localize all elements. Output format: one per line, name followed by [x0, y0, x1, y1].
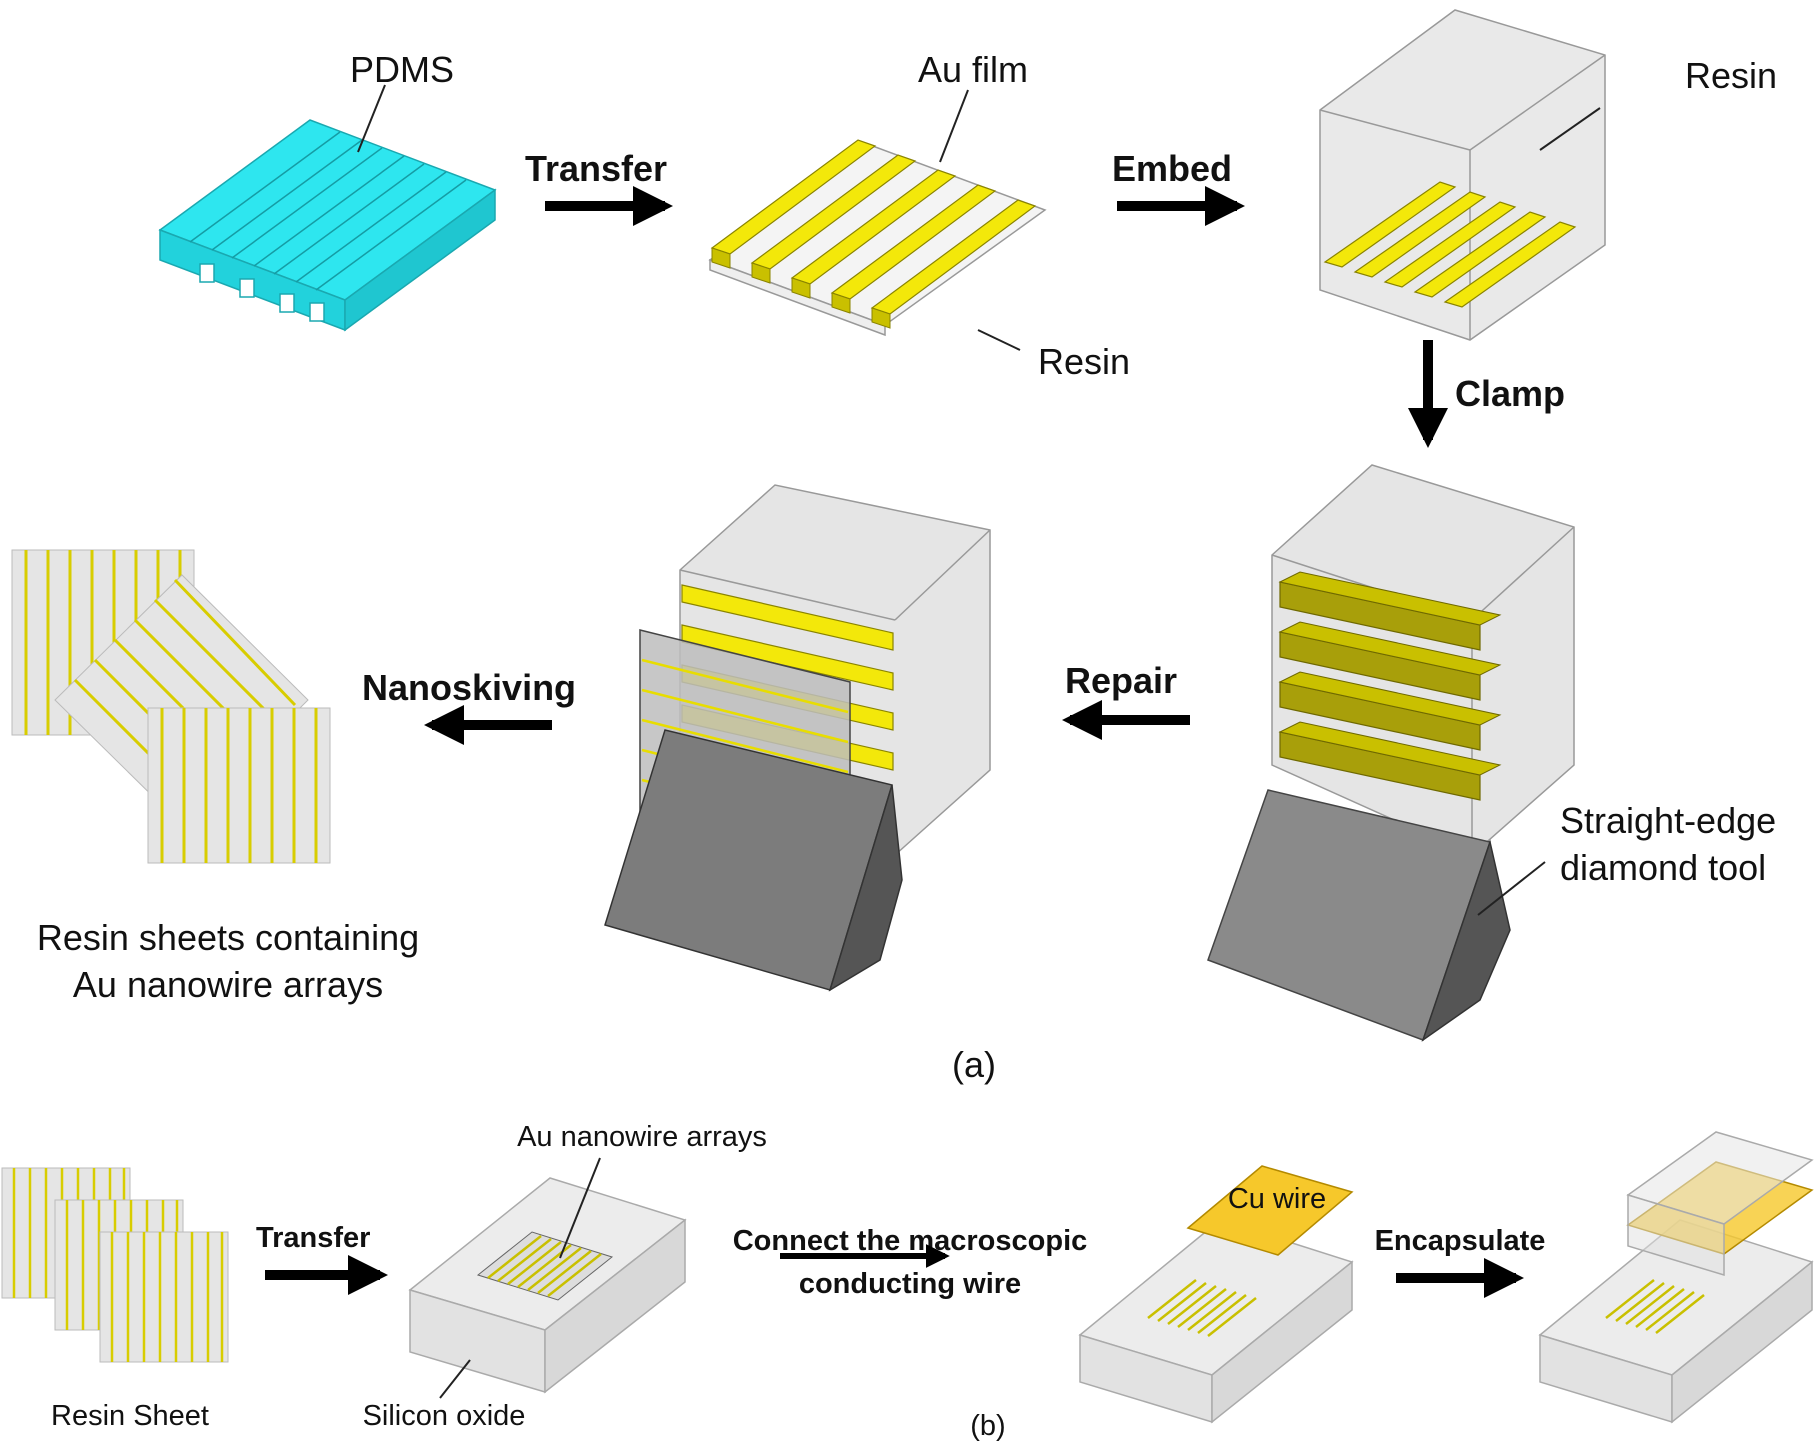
- au-film-on-resin: [708, 139, 1047, 337]
- sheets-caption-line1: Resin sheets containing: [37, 917, 419, 958]
- panel-a-label: (a): [952, 1044, 996, 1085]
- silicon-oxide-label: Silicon oxide: [363, 1400, 526, 1432]
- silicon-oxide-leader: [439, 1359, 471, 1399]
- step-transfer-b-label: Transfer: [256, 1222, 370, 1254]
- sheets-caption-line2: Au nanowire arrays: [73, 964, 383, 1005]
- step-repair-label: Repair: [1065, 660, 1177, 701]
- step-clamp-label: Clamp: [1455, 373, 1565, 414]
- resin-sheets-stack: [11, 549, 331, 864]
- cu-wire-pad: [1186, 1165, 1354, 1256]
- cu-wire-label: Cu wire: [1228, 1183, 1326, 1215]
- nanowire-arrays-leader: [559, 1157, 601, 1259]
- step-transfer-label: Transfer: [525, 148, 667, 189]
- resin-cube-embedded: [1319, 9, 1606, 341]
- resin-sheet-label: Resin Sheet: [51, 1400, 209, 1432]
- au-film-label: Au film: [918, 49, 1028, 90]
- substrate-with-cu-wire: [1078, 1165, 1354, 1424]
- resin-top-label: Resin: [1685, 55, 1777, 96]
- resin-bottom-label: Resin: [1038, 341, 1130, 382]
- substrate-with-nanowires: [408, 1177, 687, 1394]
- step-embed-label: Embed: [1112, 148, 1232, 189]
- step-connect-label-2: conducting wire: [799, 1268, 1021, 1300]
- panel-b-label: (b): [970, 1410, 1005, 1442]
- diamond-tool-label-1: Straight-edge: [1560, 800, 1776, 841]
- step-nanoskiving-label: Nanoskiving: [362, 667, 576, 708]
- resin-bottom-leader: [977, 329, 1021, 351]
- au-film-leader: [939, 89, 969, 163]
- step-encapsulate-label: Encapsulate: [1375, 1225, 1546, 1257]
- cutting-assembly: [604, 484, 991, 992]
- clamped-block: [1271, 464, 1575, 856]
- diamond-tool: [1207, 789, 1511, 1042]
- diamond-tool-label-2: diamond tool: [1560, 847, 1766, 888]
- pdms-label: PDMS: [350, 49, 454, 90]
- diamond-tool-leader: [1477, 861, 1546, 916]
- resin-top-leader: [1539, 107, 1601, 151]
- encapsulated-device: [1538, 1131, 1814, 1424]
- pdms-leader: [357, 84, 386, 153]
- step-connect-label-1: Connect the macroscopic: [733, 1225, 1088, 1257]
- resin-sheets-b: [1, 1167, 229, 1363]
- pdms-stamp: [158, 119, 497, 332]
- nanowire-arrays-label: Au nanowire arrays: [517, 1121, 767, 1153]
